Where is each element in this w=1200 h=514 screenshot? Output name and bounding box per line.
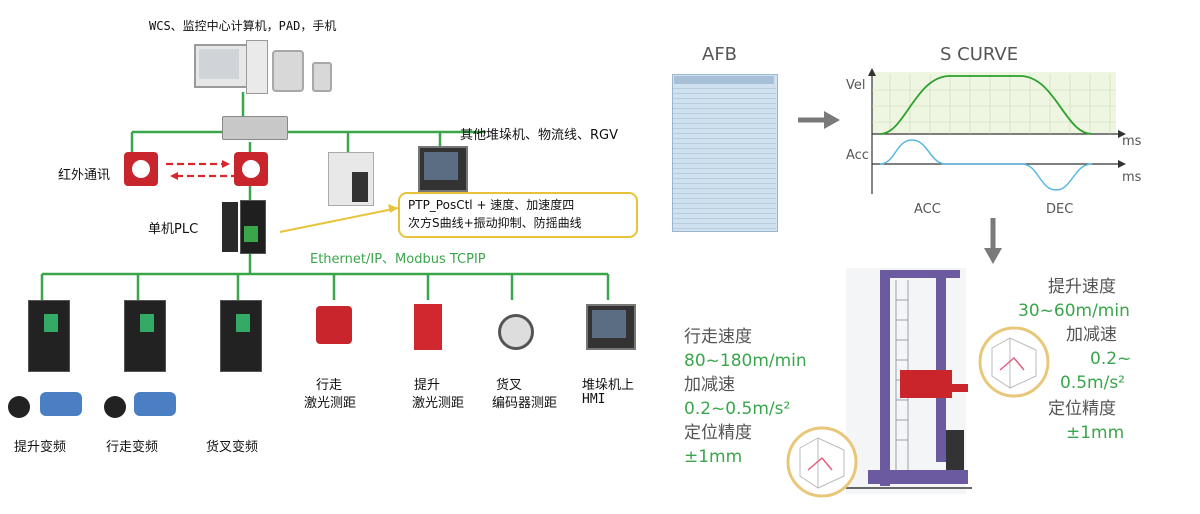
s-curve-chart: [868, 68, 1126, 194]
travel-accel-value: 0.2~0.5m/s²: [684, 399, 791, 419]
travel-vfd-icon: [124, 300, 166, 372]
travel-laser-label-1: 行走: [316, 378, 343, 393]
hmi-label-1: 堆垛机上: [582, 378, 635, 393]
travel-speed-label: 行走速度: [684, 327, 752, 347]
lift-speed-label: 提升速度: [1048, 277, 1116, 297]
bus-label: Ethernet/IP、Modbus TCPIP: [310, 252, 486, 267]
lift-laser-label-2: 激光测距: [412, 396, 465, 411]
other-devices-label: 其他堆垛机、物流线、RGV: [460, 128, 618, 143]
lift-precision-value: ±1mm: [1066, 423, 1125, 443]
callout-pointer: [279, 207, 399, 233]
acc-axis-label: Acc: [846, 148, 869, 163]
network-switch-icon: [222, 116, 288, 140]
lift-vfd-label: 提升变频: [14, 440, 67, 455]
infrared-arrows: [166, 162, 236, 178]
travel-precision-label: 定位精度: [684, 423, 752, 443]
clients-label: WCS、监控中心计算机，PAD，手机: [149, 19, 337, 33]
lift-accel-label: 加减速: [1066, 325, 1117, 345]
hmi-label-2: HMI: [582, 392, 606, 407]
infrared-label: 红外通讯: [58, 168, 111, 183]
dec-phase-label: DEC: [1046, 202, 1074, 217]
velocity-curve: [879, 75, 1093, 135]
lift-accel-value-1: 0.2~: [1090, 349, 1132, 369]
lift-laser-icon: [414, 304, 442, 350]
travel-precision-value: ±1mm: [684, 447, 743, 467]
fork-encoder-label-2: 编码器测距: [492, 396, 558, 411]
fork-vfd-label: 货叉变频: [206, 440, 259, 455]
motion-control-callout: PTP_PosCtl + 速度、加速度四 次方S曲线+振动抑制、防摇曲线: [398, 192, 638, 238]
lift-vfd-icon: [28, 300, 70, 372]
lift-accel-value-2: 0.5m/s²: [1060, 373, 1125, 393]
lift-laser-label-1: 提升: [414, 378, 441, 393]
callout-line-2: 次方S曲线+振动抑制、防摇曲线: [408, 216, 582, 230]
acc-phase-label: ACC: [914, 202, 941, 217]
afb-pin-lines: [672, 84, 776, 230]
lift-speed-value: 30~60m/min: [1018, 301, 1130, 321]
monitor-screen: [199, 49, 239, 79]
ms-label-vel: ms: [1122, 134, 1142, 149]
fork-encoder-label-1: 货叉: [496, 378, 523, 393]
travel-axis-icon: [786, 426, 858, 498]
lift-precision-label: 定位精度: [1048, 399, 1116, 419]
lift-motor-icon: [40, 392, 82, 416]
fork-vfd-icon: [220, 300, 262, 372]
travel-accel-label: 加减速: [684, 375, 735, 395]
computer-tower-icon: [246, 40, 268, 94]
vel-axis-label: Vel: [846, 78, 866, 93]
travel-laser-icon: [316, 306, 352, 344]
travel-speed-value: 80~180m/min: [684, 351, 807, 371]
ms-label-acc: ms: [1122, 170, 1142, 185]
tablet-icon: [272, 50, 304, 92]
afb-function-block: [672, 74, 778, 232]
travel-encoder-icon: [104, 396, 126, 418]
plc-label: 单机PLC: [148, 222, 199, 237]
afb-title: AFB: [702, 44, 738, 65]
travel-motor-icon: [134, 392, 176, 416]
travel-laser-label-2: 激光测距: [304, 396, 357, 411]
acceleration-curve: [879, 139, 1093, 191]
lift-axis-icon: [978, 326, 1050, 398]
lift-encoder-icon: [8, 396, 30, 418]
s-curve-title: S CURVE: [940, 44, 1019, 65]
travel-vfd-label: 行走变频: [106, 440, 159, 455]
plc-icon: [222, 202, 238, 252]
phone-icon: [312, 62, 332, 92]
fork-encoder-icon: [498, 314, 534, 350]
stacker-crane-image: [846, 268, 972, 494]
callout-line-1: PTP_PosCtl + 速度、加速度四: [408, 198, 575, 212]
